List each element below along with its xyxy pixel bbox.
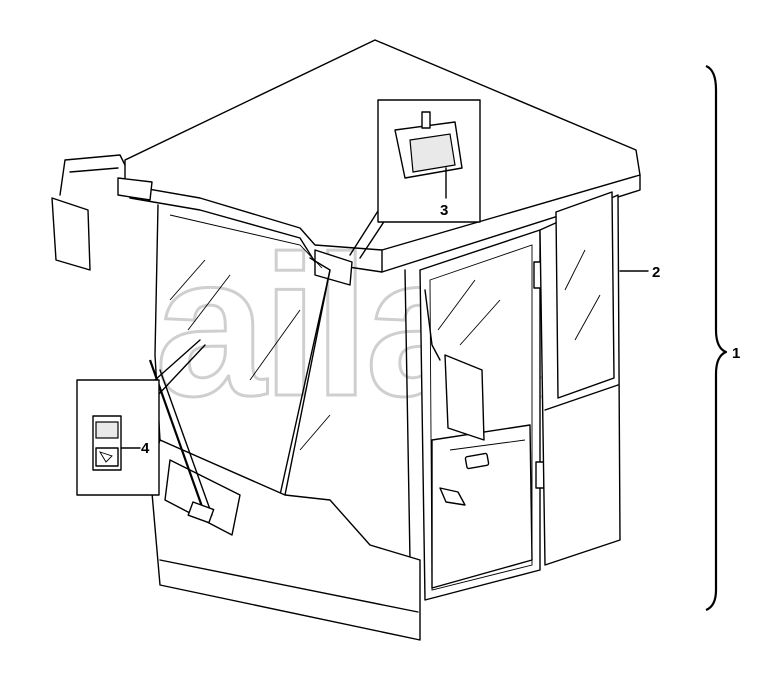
- work-lamp-icon: [394, 111, 463, 179]
- detail-box-worklamp: 3: [349, 99, 481, 259]
- front-plate: [164, 459, 241, 536]
- assembly-brace: 1: [705, 64, 740, 612]
- callout-1: 1: [732, 345, 740, 362]
- door-handle: [464, 452, 490, 470]
- right-roof-lamp: [314, 249, 353, 286]
- detail-box-switch: 4: [76, 339, 206, 496]
- side-window: [555, 191, 615, 399]
- callout-4: 4: [141, 440, 150, 457]
- side-mirror: [444, 354, 485, 441]
- callout-2: 2: [652, 264, 660, 281]
- callout-3: 3: [440, 202, 448, 219]
- switch-icon: [92, 415, 122, 471]
- front-roof-lamp: [117, 177, 153, 201]
- callout-2-group: 2: [619, 264, 660, 281]
- left-mirror: [51, 154, 126, 271]
